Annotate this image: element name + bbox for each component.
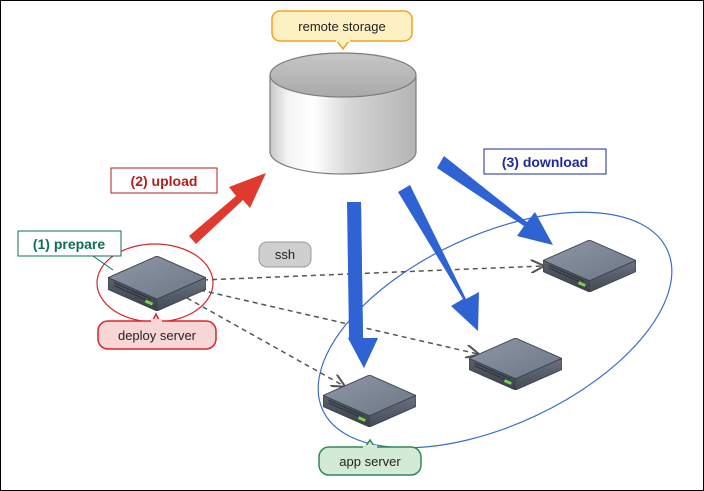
remote-storage-callout: remote storage xyxy=(271,10,413,51)
deploy-server-callout: deploy server xyxy=(97,312,217,350)
ssh-arrow-right xyxy=(202,266,543,281)
download-label: (3) download xyxy=(502,154,588,170)
storage-icon xyxy=(269,52,417,175)
deploy-server-label: deploy server xyxy=(118,328,197,343)
upload-arrow xyxy=(189,173,266,244)
prepare-label: (1) prepare xyxy=(33,236,106,252)
download-arrows xyxy=(347,156,553,368)
download-arrow-middle xyxy=(398,185,479,331)
upload-label-box: (2) upload xyxy=(110,167,218,194)
app-server-label: app server xyxy=(339,454,401,469)
remote-storage-label: remote storage xyxy=(298,19,385,34)
app-server-group-ellipse xyxy=(317,211,673,449)
app-server-callout: app server xyxy=(318,438,422,476)
download-label-box: (3) download xyxy=(483,148,607,175)
download-arrow-left-body xyxy=(347,202,378,368)
ssh-label-box: ssh xyxy=(258,241,312,268)
download-arrow-right xyxy=(437,156,553,245)
ssh-label: ssh xyxy=(275,247,295,262)
upload-label: (2) upload xyxy=(131,173,198,189)
ssh-connections xyxy=(186,266,543,386)
ssh-arrow-left xyxy=(186,297,344,386)
ssh-arrow-middle xyxy=(199,289,478,354)
prepare-label-box: (1) prepare xyxy=(17,230,122,271)
